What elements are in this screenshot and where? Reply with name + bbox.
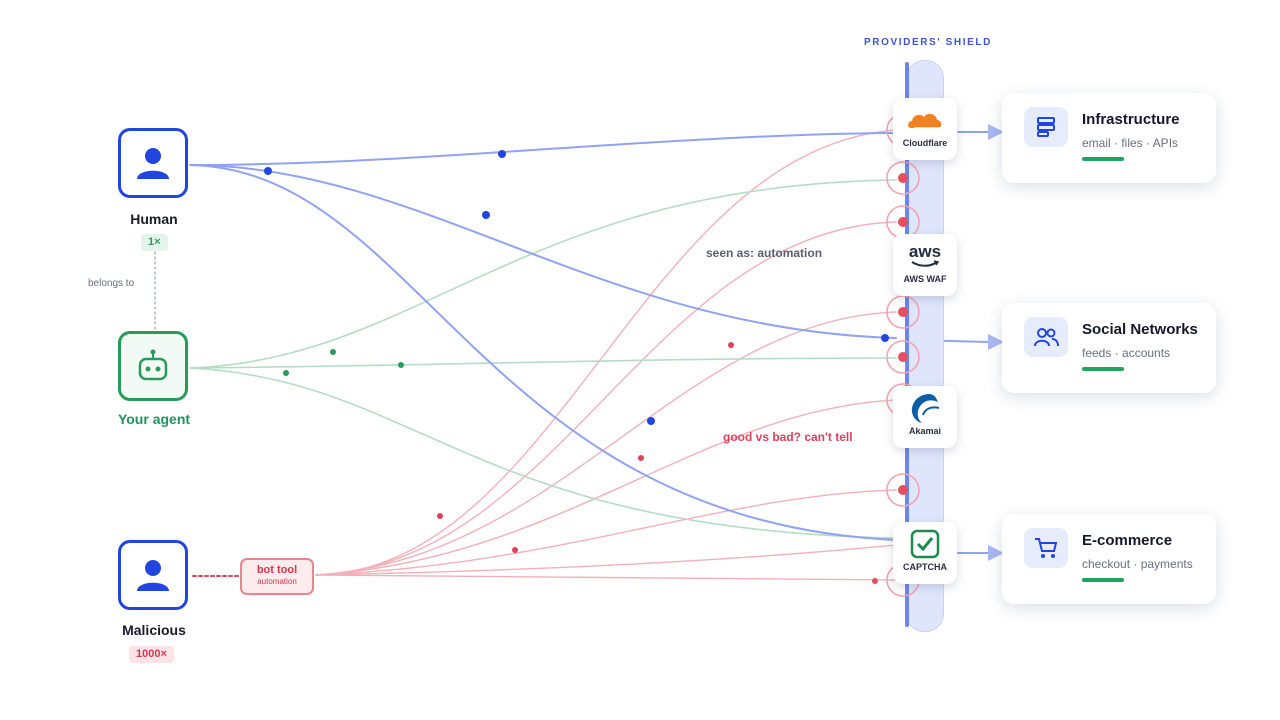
human-dot [647, 417, 655, 425]
malicious-path [315, 399, 897, 576]
provider-aws-waf: aws AWS WAF [893, 234, 957, 296]
malicious-path [315, 311, 897, 576]
destination-subtitle: email · files · APIs [1082, 136, 1179, 150]
arrow-head-icon [988, 124, 1004, 140]
arrow-head-icon [988, 545, 1004, 561]
server-stack-icon [1037, 117, 1055, 137]
destination-social-networks: Social Networks feeds · accounts [1002, 303, 1216, 393]
human-node [118, 128, 188, 198]
malicious-dot [728, 342, 734, 348]
human-dot [264, 167, 272, 175]
cant-tell-annotation: good vs bad? can't tell [723, 430, 853, 444]
agent-path [189, 357, 897, 369]
malicious-label: Malicious [122, 622, 186, 638]
status-bar [1082, 367, 1124, 371]
agent-path [189, 179, 897, 369]
malicious-dot [638, 455, 644, 461]
human-label: Human [130, 211, 178, 227]
human-dot [498, 150, 506, 158]
bot-tool-subtitle: automation [257, 577, 297, 586]
provider-akamai: Akamai [893, 386, 957, 448]
human-path [189, 164, 897, 339]
bot-tool-title: bot tool [256, 564, 298, 576]
malicious-path [315, 544, 897, 576]
agent-dot [398, 362, 404, 368]
malicious-node [118, 540, 188, 610]
aws-logo-icon: aws [908, 242, 942, 261]
captcha-check-icon [910, 529, 940, 559]
person-icon [137, 560, 169, 591]
akamai-wave-icon [911, 394, 940, 423]
malicious-count-badge: 1000× [129, 646, 174, 663]
agent-dot [283, 370, 289, 376]
arrow-head-icon [988, 334, 1004, 350]
aws-smile-icon [911, 260, 940, 267]
cart-icon [1035, 538, 1058, 558]
human-path [189, 164, 897, 541]
person-icon [137, 148, 169, 179]
human-dot [482, 211, 490, 219]
users-icon [1034, 328, 1059, 347]
malicious-path [315, 574, 897, 581]
status-bar [1082, 157, 1124, 161]
belongs-to-label: belongs to [88, 278, 135, 289]
agent-dot [330, 349, 336, 355]
provider-label: AWS WAF [903, 274, 947, 284]
malicious-path [315, 129, 897, 576]
malicious-path [315, 489, 897, 576]
provider-cloudflare: Cloudflare [893, 98, 957, 160]
status-bar [1082, 578, 1124, 582]
seen-as-annotation: seen as: automation [706, 246, 823, 260]
malicious-dot [437, 513, 443, 519]
destination-title: Social Networks [1082, 321, 1198, 338]
providers-shield-title: PROVIDERS' SHIELD [864, 37, 992, 48]
destination-ecommerce: E-commerce checkout · payments [1002, 514, 1216, 604]
human-dot [881, 334, 889, 342]
agent-path [189, 367, 897, 539]
malicious-dot [512, 547, 518, 553]
provider-label: Cloudflare [902, 138, 948, 148]
human-path [189, 132, 897, 166]
provider-captcha: CAPTCHA [893, 522, 957, 584]
destination-infrastructure: Infrastructure email · files · APIs [1002, 93, 1216, 183]
provider-label: CAPTCHA [903, 562, 947, 572]
bot-tool-node: bot tool automation [240, 558, 314, 595]
provider-label: Akamai [908, 426, 942, 436]
destination-subtitle: checkout · payments [1082, 557, 1193, 571]
agent-label: Your agent [117, 411, 191, 427]
destination-title: Infrastructure [1082, 111, 1180, 128]
agent-node [118, 331, 188, 401]
human-count-badge: 1× [141, 234, 168, 251]
robot-icon [138, 349, 168, 381]
destination-title: E-commerce [1082, 532, 1173, 549]
cloudflare-cloud-icon [908, 113, 943, 129]
malicious-path [315, 221, 897, 576]
destination-subtitle: feeds · accounts [1082, 346, 1171, 360]
